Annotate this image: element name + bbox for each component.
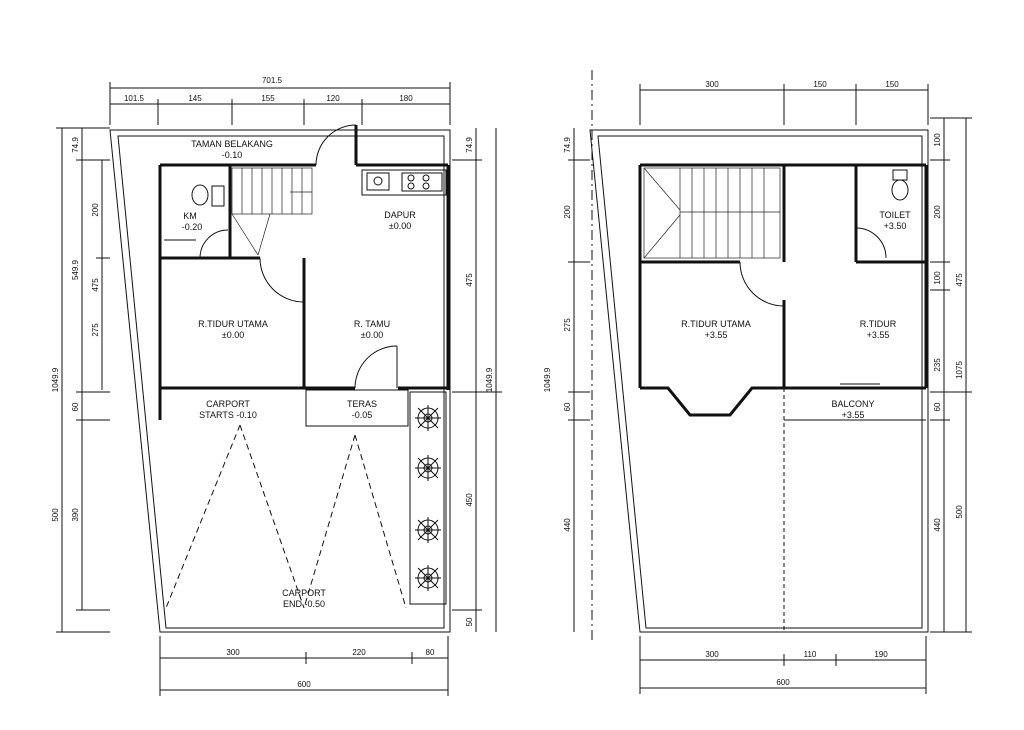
ground-left-dim-5: 200 — [91, 203, 100, 217]
upper-right-dim-5: 60 — [933, 402, 942, 411]
ground-left-dim-6: 475 — [91, 278, 100, 292]
upper-stairs — [643, 167, 781, 259]
toilet-name: TOILET — [879, 210, 911, 220]
ground-right-dim-2: 475 — [465, 273, 474, 287]
planter-flowers — [415, 405, 441, 591]
teras-level: -0.05 — [352, 410, 373, 420]
upper-walls — [638, 163, 928, 417]
ground-left-dim-1: 74.9 — [71, 137, 80, 153]
upper-bottom-dim-3: 190 — [874, 650, 888, 659]
km-toilet-fixture — [164, 184, 225, 241]
taman-belakang-name: TAMAN BELAKANG — [191, 139, 273, 149]
ground-left-dim-8: 390 — [71, 508, 80, 522]
upper-top-dim-3: 150 — [885, 80, 899, 89]
ground-top-dimensions — [109, 82, 451, 125]
upper-right-dim-2: 200 — [933, 205, 942, 219]
ground-stairs — [231, 167, 313, 256]
r-tidur-utama-level: ±0.00 — [222, 330, 244, 340]
teras-name: TERAS — [347, 399, 377, 409]
ground-doors — [199, 124, 398, 389]
ground-left-dim-total: 1049.9 — [51, 367, 60, 392]
carport-end-level: END -0.50 — [283, 599, 325, 609]
upper-right-dim-4: 235 — [933, 358, 942, 372]
upper-right-dim-3: 100 — [933, 271, 942, 285]
carport-slope-lines — [165, 424, 407, 609]
ground-top-dim-3: 155 — [261, 94, 275, 103]
upper-top-dim-1: 300 — [705, 80, 719, 89]
upper-bottom-dimensions — [639, 636, 927, 694]
r-tidur-utama-name: R.TIDUR UTAMA — [198, 319, 268, 329]
ground-right-dim-5: 50 — [465, 617, 474, 626]
upper-left-dim-4: 1049.9 — [543, 367, 552, 392]
upper-right-dim-9: 500 — [955, 505, 964, 519]
ground-right-dim-4: 450 — [465, 493, 474, 507]
ground-bottom-dimensions — [159, 636, 449, 696]
ground-right-dim-3: 1049.9 — [485, 367, 494, 392]
upper-left-dim-3: 275 — [563, 318, 572, 332]
upper-right-dimensions — [930, 117, 972, 633]
dapur-level: ±0.00 — [389, 221, 411, 231]
r-tamu-level: ±0.00 — [361, 330, 383, 340]
ground-top-dim-4: 120 — [326, 94, 340, 103]
upper-bottom-dim-total: 600 — [776, 678, 790, 687]
upper-top-dim-2: 150 — [813, 80, 827, 89]
ground-top-dim-5: 180 — [399, 94, 413, 103]
upper-right-dim-6: 440 — [933, 518, 942, 532]
ground-bottom-dim-2: 220 — [352, 648, 366, 657]
upper-left-dim-2: 200 — [563, 205, 572, 219]
toilet-level: +3.50 — [884, 221, 907, 231]
upper-doors — [739, 227, 887, 389]
upper-site-outline — [589, 129, 929, 633]
ground-top-total-dim: 701.5 — [262, 76, 283, 85]
upper-left-dimensions — [568, 128, 590, 632]
kitchen-counter — [361, 169, 447, 196]
r-tidur-name: R.TIDUR — [860, 319, 897, 329]
km-level: -0.20 — [182, 222, 203, 232]
ground-top-dim-1: 101.5 — [124, 94, 145, 103]
r-tamu-name: R. TAMU — [354, 319, 390, 329]
upper-right-dim-8: 1075 — [955, 361, 964, 379]
upper-toilet-fixture — [891, 169, 909, 201]
carport-start-name: CARPORT — [206, 399, 250, 409]
ground-right-dimensions — [452, 128, 502, 632]
upper-void-area — [783, 388, 926, 632]
ground-left-dim-7: 275 — [91, 323, 100, 337]
ground-bottom-dim-total: 600 — [297, 680, 311, 689]
ground-bottom-dim-1: 300 — [226, 648, 240, 657]
r-tidur-level: +3.55 — [867, 330, 890, 340]
ground-floor-plan: 701.5 101.5 145 155 120 180 — [51, 76, 502, 696]
ground-left-dimensions — [56, 127, 110, 633]
balcony-name: BALCONY — [831, 399, 874, 409]
upper-right-dim-1: 100 — [933, 133, 942, 147]
taman-belakang-level: -0.10 — [222, 150, 243, 160]
upper-left-dim-1: 74.9 — [563, 137, 572, 153]
teras-area — [305, 389, 447, 605]
upper-bottom-dim-2: 110 — [804, 650, 817, 659]
upper-top-dimensions — [639, 84, 929, 125]
upper-bottom-dim-1: 300 — [705, 650, 719, 659]
km-name: KM — [183, 211, 197, 221]
ground-bottom-dim-3: 80 — [426, 648, 435, 657]
upper-left-dim-5: 60 — [563, 402, 572, 411]
ground-right-dim-1: 74.9 — [465, 137, 474, 153]
carport-start-level: STARTS -0.10 — [199, 410, 257, 420]
upper-floor-plan: 300 150 150 — [543, 70, 972, 694]
upper-r-tidur-utama-name: R.TIDUR UTAMA — [681, 319, 751, 329]
carport-end-name: CARPORT — [282, 588, 326, 598]
upper-left-dim-6: 440 — [563, 518, 572, 532]
ground-top-dim-2: 145 — [188, 94, 202, 103]
ground-left-dim-4: 500 — [51, 508, 60, 522]
balcony-level: +3.55 — [842, 410, 865, 420]
upper-r-tidur-utama-level: +3.55 — [705, 330, 728, 340]
upper-right-dim-7: 475 — [955, 273, 964, 287]
ground-left-dim-2: 549.9 — [71, 259, 80, 280]
ground-left-dim-3: 60 — [71, 402, 80, 411]
dapur-name: DAPUR — [384, 210, 416, 220]
